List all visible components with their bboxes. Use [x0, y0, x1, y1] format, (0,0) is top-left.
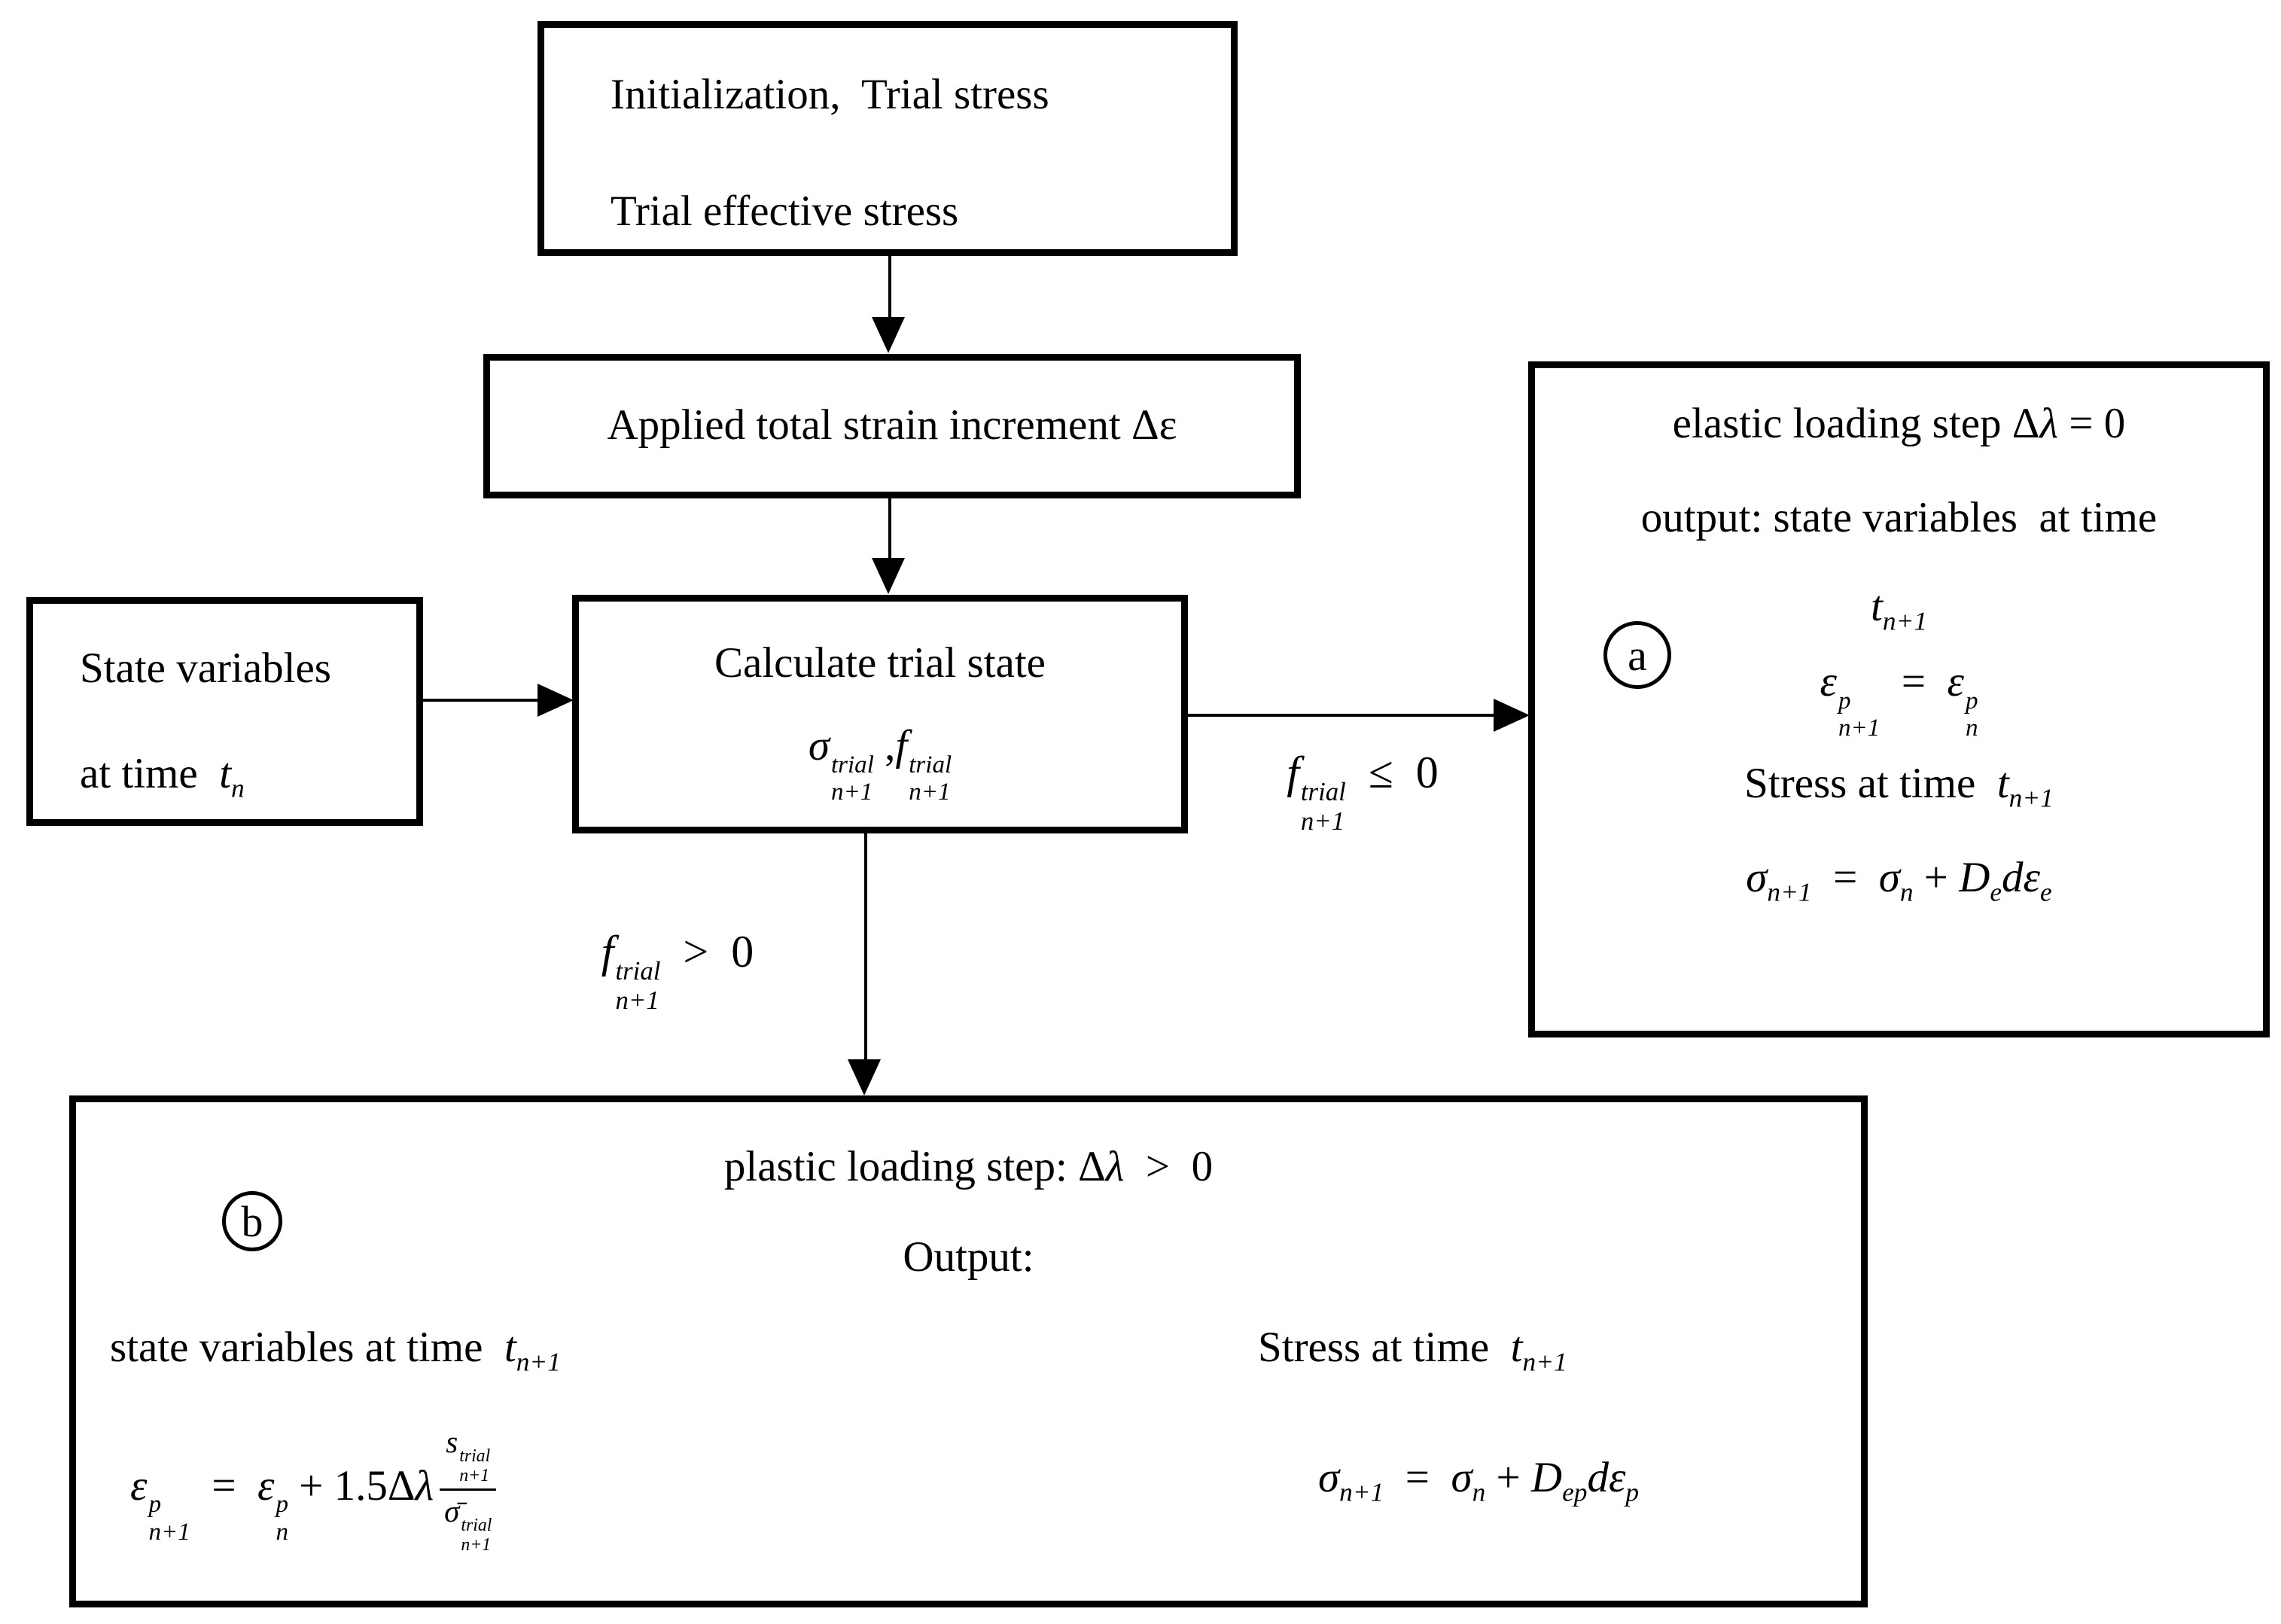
arrow-strain-to-calc-shaft: [888, 498, 891, 563]
calc-trial-state-line-1: Calculate trial state: [714, 639, 1046, 687]
arrow-calc-to-elastic-head-icon: [1494, 699, 1530, 732]
arrow-init-to-strain-head-icon: [872, 317, 905, 353]
elastic-step-title: elastic loading step Δλ = 0: [1672, 400, 2126, 447]
strain-increment-label: Applied total strain increment Δε: [607, 401, 1177, 449]
initialization-box: Initialization, Trial stress Trial effec…: [538, 21, 1238, 256]
plastic-step-output-label: Output:: [903, 1233, 1034, 1281]
plastic-step-box: b plastic loading step: Δλ > 0 Output: s…: [69, 1095, 1868, 1607]
plastic-step-state-label: state variables at time tn+1: [110, 1324, 561, 1377]
initialization-line-2: Trial effective stress: [611, 187, 959, 235]
elastic-step-box: a elastic loading step Δλ = 0 output: st…: [1528, 361, 2270, 1037]
arrow-calc-to-plastic-shaft: [864, 833, 867, 1063]
state-variables-box: State variables at time tn: [26, 597, 423, 826]
step-b-badge: b: [222, 1191, 282, 1251]
arrow-strain-to-calc-head-icon: [872, 558, 905, 594]
plastic-step-stress-label: Stress at time tn+1: [1258, 1324, 1567, 1377]
step-a-badge: a: [1603, 621, 1671, 689]
arrow-calc-to-plastic-head-icon: [848, 1059, 881, 1095]
elastic-step-time: tn+1: [1870, 583, 1927, 636]
state-variables-line-1: State variables: [80, 644, 331, 692]
state-variables-line-2: at time tn: [80, 750, 245, 803]
elastic-step-stress-eq: σn+1 = σn + Dedεe: [1746, 854, 2052, 907]
arrow-calc-to-elastic-shaft: [1188, 714, 1497, 717]
plastic-step-stress-eq: σn+1 = σn + Depdεp: [1318, 1454, 1640, 1507]
strain-increment-box: Applied total strain increment Δε: [483, 354, 1301, 498]
elastic-step-output-label: output: state variables at time: [1640, 494, 2158, 541]
initialization-line-1: Initialization, Trial stress: [611, 71, 1049, 118]
arrow-init-to-strain-shaft: [888, 256, 891, 324]
elastic-step-stress-label: Stress at time tn+1: [1744, 760, 2054, 813]
arrow-state-to-calc-head-icon: [538, 684, 574, 717]
plastic-step-title: plastic loading step: Δλ > 0: [723, 1143, 1214, 1190]
arrow-state-to-calc-shaft: [423, 699, 544, 702]
